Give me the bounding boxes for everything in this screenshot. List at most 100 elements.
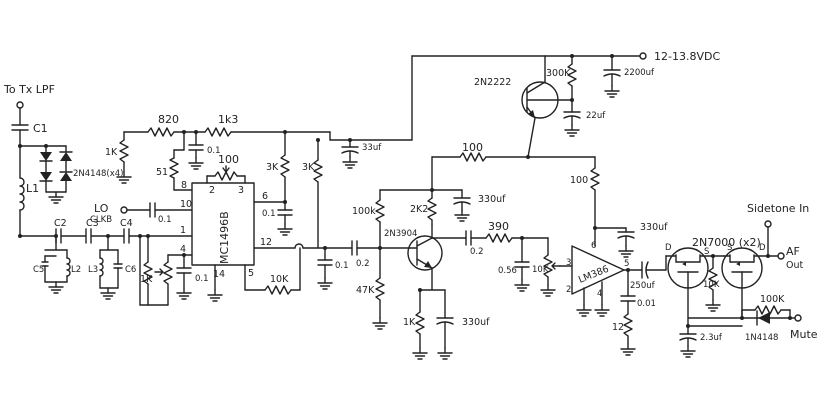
c33uf-label: 33uf xyxy=(362,143,382,153)
capacitor-330uf-amp xyxy=(617,227,635,258)
af-out-label: Out xyxy=(786,260,803,271)
capacitor-0-2-b xyxy=(465,230,472,246)
r3k-b-label: 3K xyxy=(302,162,315,173)
q4-d-label: D xyxy=(759,243,766,253)
r820-label: 820 xyxy=(158,113,179,126)
c02-label: 0.2 xyxy=(356,259,370,269)
mixer-ic-body xyxy=(191,182,255,266)
r10k-fb-label: 10K xyxy=(270,274,289,285)
c01-lo-label: 0.1 xyxy=(158,215,172,225)
capacitor-22uf xyxy=(563,99,581,137)
mixer-ic-label: MC1496B xyxy=(218,211,231,264)
mute-terminal xyxy=(794,314,802,322)
tank-c5-l2 xyxy=(41,235,71,294)
pot-100 xyxy=(206,165,246,184)
r10k-gate-label: 10K xyxy=(703,280,720,290)
to-tx-lpf-label: To Tx LPF xyxy=(3,83,55,96)
diode-array xyxy=(39,145,73,204)
c5-label: C5 xyxy=(33,265,44,275)
tx-output-terminal xyxy=(16,101,24,126)
r12-label: 12 xyxy=(612,322,624,333)
af-label: AF xyxy=(786,245,800,258)
c01-top-label: 0.1 xyxy=(207,146,221,156)
q2-label: 2N2222 xyxy=(474,77,511,88)
r1k-e-label: 1K xyxy=(403,317,416,328)
resistor-2k2 xyxy=(427,189,437,226)
diodes-label: 2N4148(x4) xyxy=(73,169,123,179)
c2-label: C2 xyxy=(54,218,67,229)
amp-pin-2-label: 2 xyxy=(566,285,571,295)
resistor-51 xyxy=(169,149,185,191)
q3-d-label: D xyxy=(665,243,672,253)
capacitor-0-1-lo xyxy=(149,202,156,218)
af-out-terminal xyxy=(777,252,785,260)
c2200-label: 2200uf xyxy=(624,68,655,78)
r100k-label: 100k xyxy=(352,206,376,217)
c250-label: 250uf xyxy=(630,281,656,291)
resistor-3k-b xyxy=(313,139,323,249)
capacitor-0-1-mid xyxy=(277,201,293,236)
amp-pin-3-label: 3 xyxy=(566,258,571,268)
lo-input-terminal xyxy=(120,206,128,214)
resistor-1k3 xyxy=(204,127,232,137)
transistor-2n3904 xyxy=(407,224,443,291)
tank-l3-c6 xyxy=(99,235,123,300)
resistor-10k-fb xyxy=(264,285,292,295)
resistor-3k-a xyxy=(280,131,290,203)
c001-label: 0.01 xyxy=(637,299,656,309)
c22-label: 22uf xyxy=(586,111,606,121)
l1-label: L1 xyxy=(26,182,39,195)
amp-pin-6-label: 6 xyxy=(591,241,596,251)
pin-10-label: 10 xyxy=(180,199,192,210)
mosfet-q3 xyxy=(665,247,709,327)
q4-s-label: S xyxy=(727,243,732,253)
q3-s-label: S xyxy=(704,247,709,257)
junction-dots xyxy=(18,54,792,328)
pot-1k xyxy=(143,235,173,306)
pin-4-label: 4 xyxy=(180,244,186,255)
supply-terminal xyxy=(639,52,647,60)
r390-label: 390 xyxy=(488,220,509,233)
pin-6-label: 6 xyxy=(262,191,268,202)
pin-1-label: 1 xyxy=(180,225,186,236)
capacitor-330uf-emitter xyxy=(436,289,454,360)
r3k-a-label: 3K xyxy=(266,162,279,173)
pin-5-label: 5 xyxy=(248,268,254,279)
resistor-100k xyxy=(375,189,385,249)
inductor-l1 xyxy=(19,145,25,237)
capacitor-2-3uf xyxy=(679,325,697,358)
capacitor-c1 xyxy=(11,124,29,147)
pin-8-label: 8 xyxy=(181,180,187,191)
c4-label: C4 xyxy=(120,218,133,229)
capacitor-0-1-pin4 xyxy=(176,254,192,300)
resistor-1k-left xyxy=(116,131,132,184)
resistor-100-top xyxy=(459,152,487,162)
r1k-pot-label: 1K xyxy=(140,274,153,285)
c6-label: C6 xyxy=(125,265,136,275)
sidetone-terminal xyxy=(764,220,772,228)
capacitor-c3 xyxy=(85,228,92,244)
d-mute-label: 1N4148 xyxy=(745,333,778,343)
pot100-label: 100 xyxy=(218,153,239,166)
pin-14-label: 14 xyxy=(213,269,225,280)
c01-out-label: 0.1 xyxy=(335,261,349,271)
mute-label: Mute xyxy=(790,328,818,341)
c3-label: C3 xyxy=(86,218,99,229)
pin-3-label: 3 xyxy=(238,185,244,196)
r2k2-label: 2K2 xyxy=(410,204,428,215)
r300k-label: 300K xyxy=(546,68,571,79)
capacitor-c4 xyxy=(123,228,130,244)
c01-pin4-label: 0.1 xyxy=(195,274,209,284)
resistor-820 xyxy=(147,127,175,137)
r100k-mute-label: 100K xyxy=(760,294,785,305)
r100-top-label: 100 xyxy=(462,141,483,154)
amp-pin-5-label: 5 xyxy=(624,259,629,269)
c056-label: 0.56 xyxy=(498,266,517,276)
audio-amp-body xyxy=(571,245,625,295)
supply-label: 12-13.8VDC xyxy=(654,50,720,63)
r51-label: 51 xyxy=(156,167,168,178)
c01-mid-label: 0.1 xyxy=(262,209,276,219)
pot-10k xyxy=(540,237,561,297)
r47k-label: 47K xyxy=(356,285,375,296)
l2-label: L2 xyxy=(71,265,81,275)
